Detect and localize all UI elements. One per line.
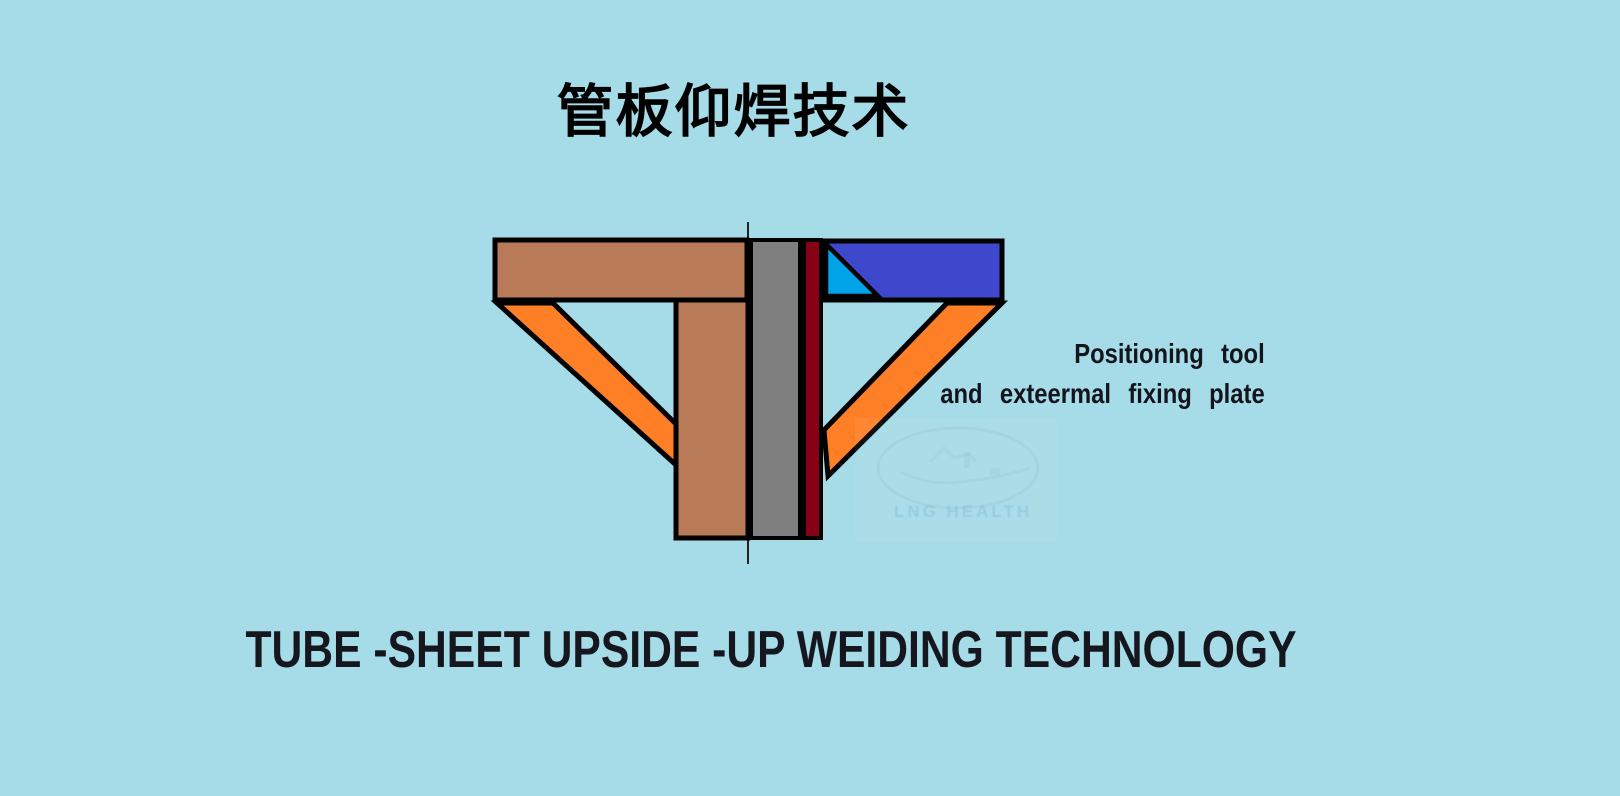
left-support-strut	[490, 300, 679, 471]
annotation-block: Positioning tool and exteermal fixing pl…	[941, 334, 1265, 414]
right-support-strut	[821, 300, 1009, 482]
brown-tube-stem	[673, 297, 751, 541]
gray-sheet-strip	[749, 238, 802, 540]
weld-seam-strip	[802, 238, 823, 540]
brown-flange-bar	[492, 237, 750, 303]
watermark-logo	[855, 418, 1057, 542]
watermark-text: LNG HEALTH	[893, 502, 1033, 521]
page-title: 管板仰焊技术	[556, 80, 911, 144]
annotation-line2: and exteermal fixing plate	[940, 378, 1265, 409]
caption-title: TUBE -SHEET UPSIDE -UP WEIDING TECHNOLOG…	[245, 621, 1297, 679]
backing-triangle	[823, 238, 884, 299]
annotation-line1: Positioning tool	[1074, 338, 1265, 369]
